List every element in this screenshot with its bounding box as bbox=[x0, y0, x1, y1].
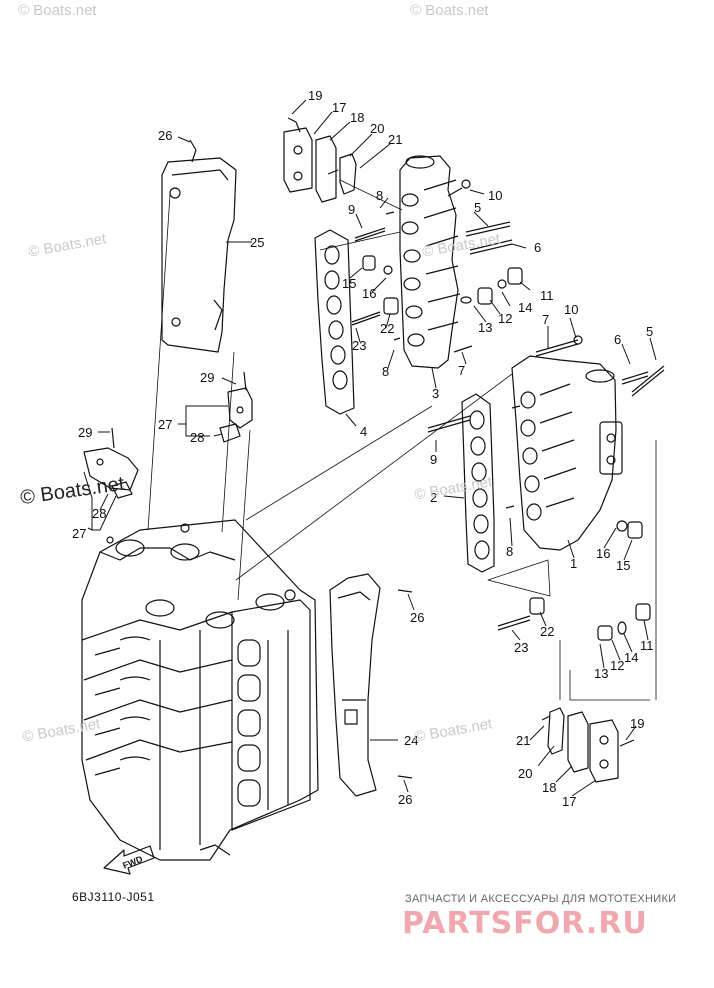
callout: 11 bbox=[640, 638, 654, 653]
manifold-lower bbox=[511, 355, 623, 551]
callout: 10 bbox=[564, 302, 578, 317]
callout: 14 bbox=[518, 300, 532, 315]
callout: 4 bbox=[360, 424, 367, 439]
callout: 24 bbox=[404, 733, 418, 748]
cylinder-block bbox=[81, 519, 319, 861]
callout: 27 bbox=[158, 417, 172, 432]
bolts bbox=[111, 117, 665, 779]
watermark: © Boats.net bbox=[18, 2, 97, 19]
callout: 7 bbox=[542, 312, 549, 327]
callout: 22 bbox=[540, 624, 554, 639]
sensor-27-lower bbox=[83, 447, 139, 499]
callout: 26 bbox=[398, 792, 412, 807]
callout: 21 bbox=[516, 733, 530, 748]
callout: 23 bbox=[352, 338, 366, 353]
callout: 26 bbox=[410, 610, 424, 625]
leader-lines bbox=[83, 99, 657, 797]
callout: 2 bbox=[430, 490, 437, 505]
cover-24 bbox=[329, 573, 381, 797]
callout: 20 bbox=[370, 121, 384, 136]
brand-logo[interactable]: PARTSFOR.RU bbox=[402, 906, 648, 941]
callout: 23 bbox=[514, 640, 528, 655]
callout: 9 bbox=[348, 202, 355, 217]
callout: 18 bbox=[350, 110, 364, 125]
gasket-upper bbox=[314, 229, 355, 415]
callout: 13 bbox=[478, 320, 492, 335]
callout: 17 bbox=[562, 794, 576, 809]
callout: 29 bbox=[200, 370, 214, 385]
callout: 14 bbox=[624, 650, 638, 665]
callout: 19 bbox=[308, 88, 322, 103]
callout: 1 bbox=[570, 556, 577, 571]
callout: 16 bbox=[362, 286, 376, 301]
callout: 10 bbox=[488, 188, 502, 203]
callout: 15 bbox=[616, 558, 630, 573]
fittings bbox=[327, 169, 651, 721]
callout-numbers: 19 17 18 20 21 26 10 8 9 5 25 6 15 16 11… bbox=[72, 88, 654, 809]
fwd-arrow bbox=[103, 845, 155, 875]
callout: 18 bbox=[542, 780, 556, 795]
callout: 12 bbox=[610, 658, 624, 673]
sensor-bracket-top bbox=[283, 127, 357, 203]
callout: 17 bbox=[332, 100, 346, 115]
callout: 28 bbox=[190, 430, 204, 445]
callout: 5 bbox=[646, 324, 653, 339]
callout: 8 bbox=[506, 544, 513, 559]
brand-tagline: ЗАПЧАСТИ И АКСЕССУАРЫ ДЛЯ МОТОТЕХНИКИ bbox=[405, 893, 677, 905]
callout: 6 bbox=[534, 240, 541, 255]
sensor-bracket-bottom bbox=[547, 707, 619, 783]
callout: 28 bbox=[92, 506, 106, 521]
cover-25 bbox=[161, 157, 237, 353]
callout: 3 bbox=[432, 386, 439, 401]
callout: 8 bbox=[376, 188, 383, 203]
callout: 29 bbox=[78, 425, 92, 440]
callout: 27 bbox=[72, 526, 86, 541]
callout: 5 bbox=[474, 200, 481, 215]
callout: 21 bbox=[388, 132, 402, 147]
callout: 7 bbox=[458, 363, 465, 378]
callout: 19 bbox=[630, 716, 644, 731]
callout: 9 bbox=[430, 452, 437, 467]
callout: 6 bbox=[614, 332, 621, 347]
callout: 12 bbox=[498, 311, 512, 326]
callout: 13 bbox=[594, 666, 608, 681]
sensor-27-upper bbox=[219, 387, 253, 443]
callout: 11 bbox=[540, 288, 554, 303]
callout: 25 bbox=[250, 235, 264, 250]
manifold-upper bbox=[399, 155, 461, 369]
callout: 8 bbox=[382, 364, 389, 379]
callout: 26 bbox=[158, 128, 172, 143]
callout: 22 bbox=[380, 321, 394, 336]
watermark: © Boats.net bbox=[410, 2, 489, 19]
diagram-code: 6BJ3110-J051 bbox=[72, 890, 155, 904]
callout: 16 bbox=[596, 546, 610, 561]
callout: 15 bbox=[342, 276, 356, 291]
callout: 20 bbox=[518, 766, 532, 781]
